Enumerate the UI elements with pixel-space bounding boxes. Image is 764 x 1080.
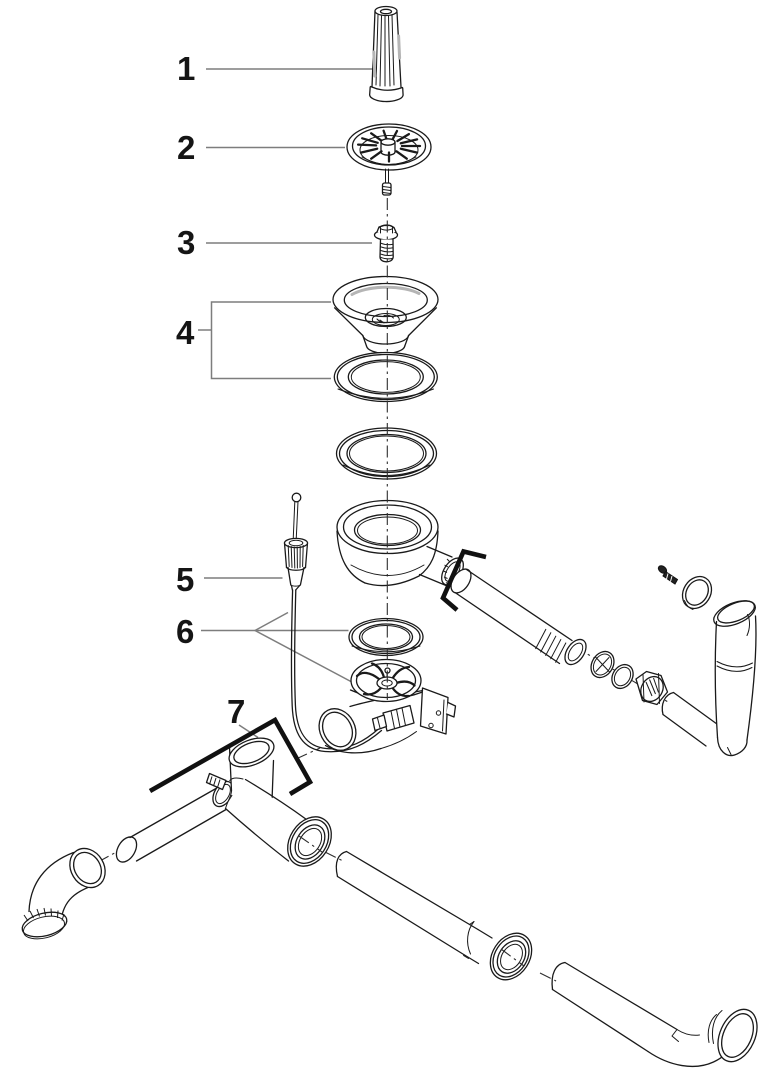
part-label-1: 1 [177, 50, 195, 87]
end-pipe-elbow-drawing [551, 961, 758, 1068]
leader-line-7 [238, 724, 259, 739]
short-pipe-drawing [115, 780, 234, 863]
overflow-pipe-drawing [713, 600, 757, 757]
hex-nut-drawing [635, 670, 669, 706]
part-label-7: 7 [227, 693, 245, 730]
pull-knob-drawing [369, 5, 404, 103]
bracket-line-4 [198, 301, 331, 380]
washer-drawing [590, 650, 615, 679]
body-gasket-drawing [348, 617, 424, 657]
leader-fork-6 [201, 611, 357, 686]
elbow-thread-hatch [23, 907, 65, 922]
drain-cup-drawing [336, 499, 464, 587]
part-label-4: 4 [176, 314, 195, 351]
drain-body-drawing [318, 658, 457, 754]
screw-drawing [373, 224, 399, 263]
bottom-elbow-drawing [21, 847, 106, 940]
part-label-2: 2 [177, 129, 195, 166]
overflow-elbow-tube [661, 691, 720, 747]
part-label-3: 3 [177, 224, 195, 261]
strainer-slots [356, 129, 422, 163]
part-label-6: 6 [176, 613, 194, 650]
seal-ring-drawing [335, 427, 438, 480]
part-labels: 1 2 3 4 5 6 7 [176, 50, 245, 730]
overflow-screw-drawing [657, 565, 679, 585]
strainer-pin [381, 168, 392, 196]
cable-connector [371, 704, 415, 732]
valve-plate [350, 658, 422, 703]
flange-seal-drawing [333, 351, 438, 403]
drain-flange-drawing [332, 275, 439, 356]
knurl-ribs [287, 545, 304, 569]
tee-nipple [205, 772, 227, 791]
overflow-ring-drawing [681, 575, 713, 610]
pipe-set-bracket-left [148, 716, 314, 796]
tee-connector-drawing [205, 737, 332, 867]
long-pipe-drawing [335, 850, 533, 981]
pipe-set-bracket-right [440, 548, 487, 612]
part-label-5: 5 [176, 561, 194, 598]
leader-lines [198, 68, 373, 739]
strainer-basket-drawing [346, 123, 432, 196]
ring-gasket-drawing [611, 663, 634, 690]
trap-arm-drawing [450, 568, 587, 666]
